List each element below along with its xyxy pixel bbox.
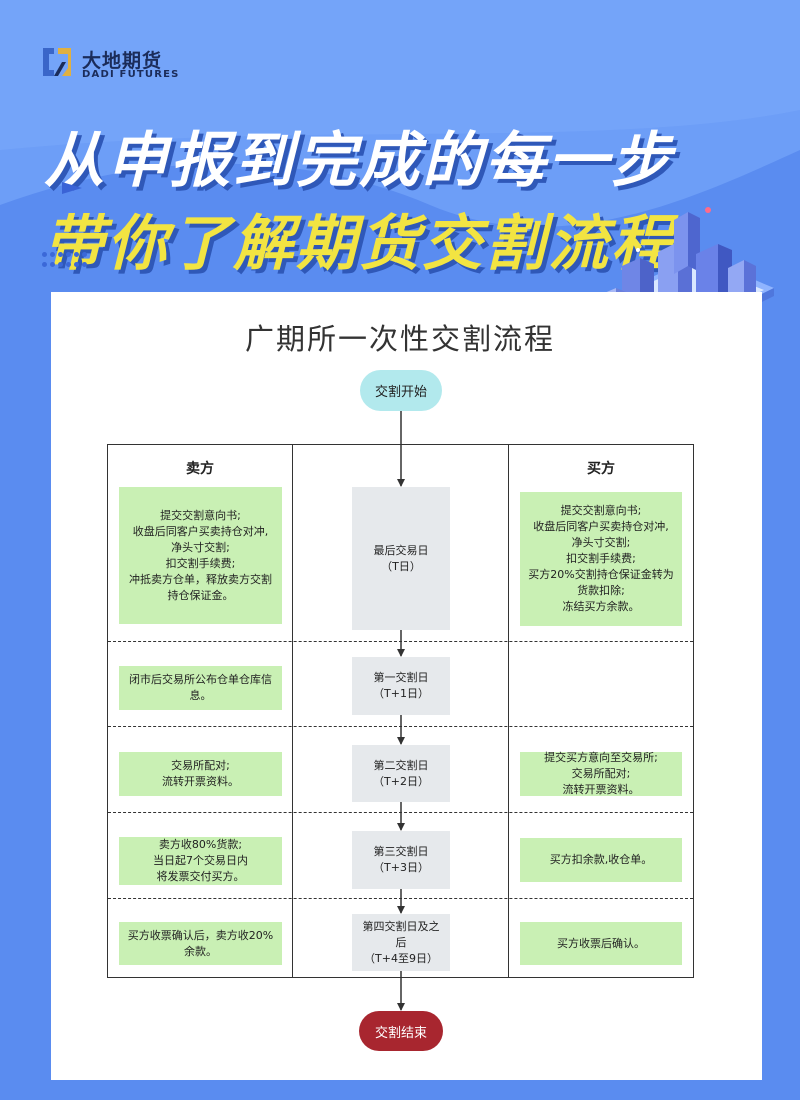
seller-step-t1: 闭市后交易所公布仓单仓库信 息。 (119, 666, 282, 710)
start-node: 交割开始 (360, 370, 442, 411)
end-node: 交割结束 (359, 1011, 443, 1051)
seller-step-t4: 买方收票确认后，卖方收20% 余款。 (119, 922, 282, 965)
row-divider (108, 641, 693, 642)
brand-name-cn: 大地期货 (82, 50, 163, 72)
brand-logo: 大地期货 DADI FUTURES (40, 44, 200, 84)
seller-lane-header: 卖方 (186, 461, 214, 477)
dadi-logo-icon (43, 48, 71, 76)
dot-grid-decoration-icon (42, 252, 90, 270)
row-divider (108, 812, 693, 813)
row-divider (108, 726, 693, 727)
brand-name-en: DADI FUTURES (82, 69, 180, 80)
buyer-lane-header: 买方 (587, 461, 615, 477)
buyer-step-t4: 买方收票后确认。 (520, 922, 682, 965)
play-triangle-icon (62, 182, 82, 194)
buyer-step-t: 提交交割意向书; 收盘后同客户买卖持仓对冲, 净头寸交割; 扣交割手续费; 买方… (520, 492, 682, 626)
diagram-title: 广期所一次性交割流程 (244, 322, 555, 356)
headline-line-2: 带你了解期货交割流程 (44, 209, 674, 279)
buyer-step-t2: 提交买方意向至交易所; 交易所配对; 流转开票资料。 (520, 751, 682, 796)
row-divider (108, 898, 693, 899)
day-step-t2: 第二交割日 （T+2日） (352, 745, 450, 802)
seller-step-t3: 卖方收80%货款; 当日起7个交易日内 将发票交付买方。 (119, 837, 282, 885)
lane-divider-left (292, 445, 293, 977)
day-step-t3: 第三交割日 （T+3日） (352, 831, 450, 889)
day-step-t: 最后交易日 （T日） (352, 487, 450, 630)
lane-divider-right (508, 445, 509, 977)
seller-step-t: 提交交割意向书; 收盘后同客户买卖持仓对冲, 净头寸交割; 扣交割手续费; 冲抵… (119, 487, 282, 624)
day-step-t4: 第四交割日及之 后 （T+4至9日） (352, 914, 450, 971)
day-step-t1: 第一交割日 （T+1日） (352, 657, 450, 715)
headline-line-1: 从申报到完成的每一步 (44, 126, 674, 196)
buyer-step-t3: 买方扣余款,收仓单。 (520, 838, 682, 882)
seller-step-t2: 交易所配对; 流转开票资料。 (119, 752, 282, 796)
